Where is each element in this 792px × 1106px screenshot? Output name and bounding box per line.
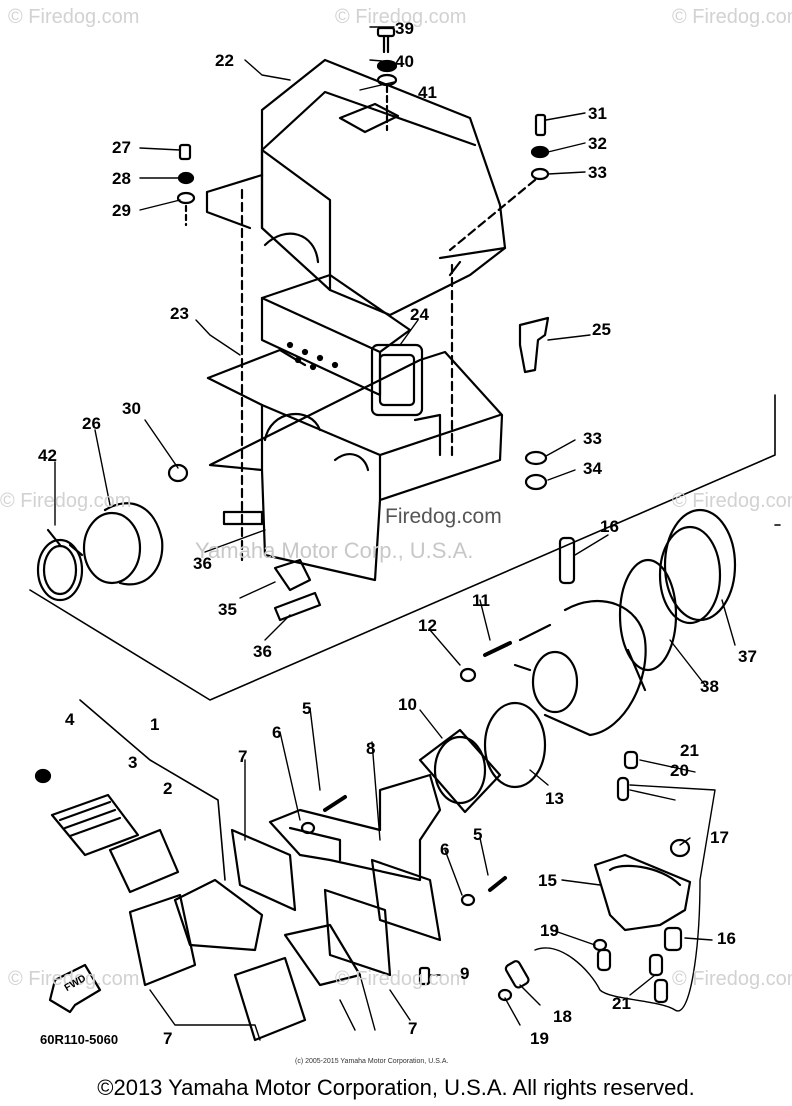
watermark-bottom-center: © Firedog.com — [335, 968, 467, 990]
callout-21a: 21 — [680, 741, 699, 760]
callout-19a: 19 — [540, 921, 559, 940]
pin-9 — [418, 966, 431, 986]
reed-valve-assembly — [34, 699, 362, 1042]
nut-34 — [524, 473, 548, 491]
diagram-code: 60R110-5060 — [40, 1032, 119, 1047]
callout-29: 29 — [112, 201, 131, 220]
intake-boot — [36, 502, 164, 602]
carburetor — [513, 536, 647, 737]
filter-element — [260, 273, 424, 417]
callout-32: 32 — [588, 134, 607, 153]
callout-30: 30 — [122, 399, 141, 418]
callout-8: 8 — [366, 739, 376, 758]
callout-1: 1 — [150, 715, 160, 734]
group-frame — [29, 394, 776, 701]
callout-4: 4 — [65, 710, 75, 729]
airbox-cover — [205, 58, 507, 317]
callout-10: 10 — [398, 695, 417, 714]
callout-17: 17 — [710, 828, 729, 847]
left-bolt-stack — [176, 143, 244, 562]
callout-36a: 36 — [193, 554, 212, 573]
callout-27: 27 — [112, 138, 131, 157]
small-copyright: (c) 2005-2015 Yamaha Motor Corporation, … — [295, 1058, 449, 1065]
callout-2: 2 — [163, 779, 173, 798]
nut-33b — [524, 450, 548, 466]
callout-39: 41 — [418, 83, 437, 102]
cover-bolt-stack — [376, 26, 398, 132]
watermark-mid-left: © Firedog.com — [0, 490, 132, 512]
carb-joint — [618, 508, 737, 672]
callout-28: 28 — [112, 169, 131, 188]
fwd-arrow — [48, 963, 102, 1014]
clip-35 — [273, 558, 312, 592]
watermark-bottom-right: © Firedog.com — [672, 968, 792, 990]
callout-42: 42 — [38, 446, 57, 465]
watermark-mid-right: © Firedog.com — [672, 490, 792, 512]
callout-24: 24 — [410, 305, 429, 324]
callout-35: 35 — [218, 600, 237, 619]
callout-16: 16 — [717, 929, 736, 948]
watermark-center-site: Firedog.com — [385, 505, 502, 528]
callout-36b: 36 — [253, 642, 272, 661]
callout-33b: 33 — [583, 429, 602, 448]
callout-23: 23 — [170, 304, 189, 323]
washer-6b — [460, 893, 476, 907]
callout-19b: 19 — [530, 1029, 549, 1048]
callout-7a: 7 — [238, 747, 248, 766]
washer-12 — [459, 667, 477, 683]
callout-5b: 5 — [473, 825, 483, 844]
callout-33: 33 — [588, 163, 607, 182]
callout-22: 22 — [215, 51, 234, 70]
bolt-5b — [488, 876, 507, 892]
parts-diagram: © Firedog.com © Firedog.com © Firedog.co… — [0, 6, 792, 1065]
right-bolt-stack — [448, 113, 550, 457]
clip-25 — [518, 316, 550, 374]
callout-5a: 5 — [302, 699, 312, 718]
callout-3: 3 — [128, 753, 138, 772]
callout-38: 40 — [395, 52, 414, 71]
callout-7c: 7 — [163, 1029, 173, 1048]
callout-37: 39 — [395, 19, 414, 38]
grommet-30 — [167, 463, 189, 483]
callout-13: 13 — [545, 789, 564, 808]
exploded-view-illustration — [29, 26, 781, 1042]
watermark-center-company: Yamaha Motor Corp., U.S.A. — [195, 538, 474, 563]
intake-manifold — [230, 773, 442, 977]
copyright-footer: ©2013 Yamaha Motor Corporation, U.S.A. A… — [97, 1075, 695, 1100]
callout-26: 26 — [82, 414, 101, 433]
oil-pump — [593, 838, 692, 952]
carb-holder — [418, 728, 502, 814]
callout-6a: 6 — [272, 723, 282, 742]
callout-6b: 6 — [440, 840, 450, 859]
watermark-bottom-left: © Firedog.com — [8, 968, 140, 990]
callout-15: 15 — [538, 871, 557, 890]
watermark-top-center: © Firedog.com — [335, 6, 467, 28]
callout-18: 18 — [553, 1007, 572, 1026]
callout-34: 34 — [583, 459, 602, 478]
callout-9: 9 — [460, 964, 470, 983]
pad-36 — [273, 591, 322, 622]
callout-20: 20 — [670, 761, 689, 780]
callout-31: 31 — [588, 104, 607, 123]
bolt-5a — [323, 795, 347, 812]
callout-41: 38 — [700, 677, 719, 696]
callout-12: 12 — [418, 616, 437, 635]
callout-11: 11 — [472, 591, 490, 610]
watermark-top-right: © Firedog.com — [672, 6, 792, 28]
bolt-11 — [483, 641, 512, 657]
callout-21b: 21 — [612, 994, 631, 1013]
callout-7b: 7 — [408, 1019, 418, 1038]
washer-6a — [300, 821, 316, 835]
callout-25: 25 — [592, 320, 611, 339]
callout-14: 16 — [600, 517, 619, 536]
clamp-13 — [483, 701, 547, 789]
airbox-lower — [206, 348, 504, 582]
callout-40: 37 — [738, 647, 757, 666]
watermark-top-left: © Firedog.com — [8, 6, 140, 28]
